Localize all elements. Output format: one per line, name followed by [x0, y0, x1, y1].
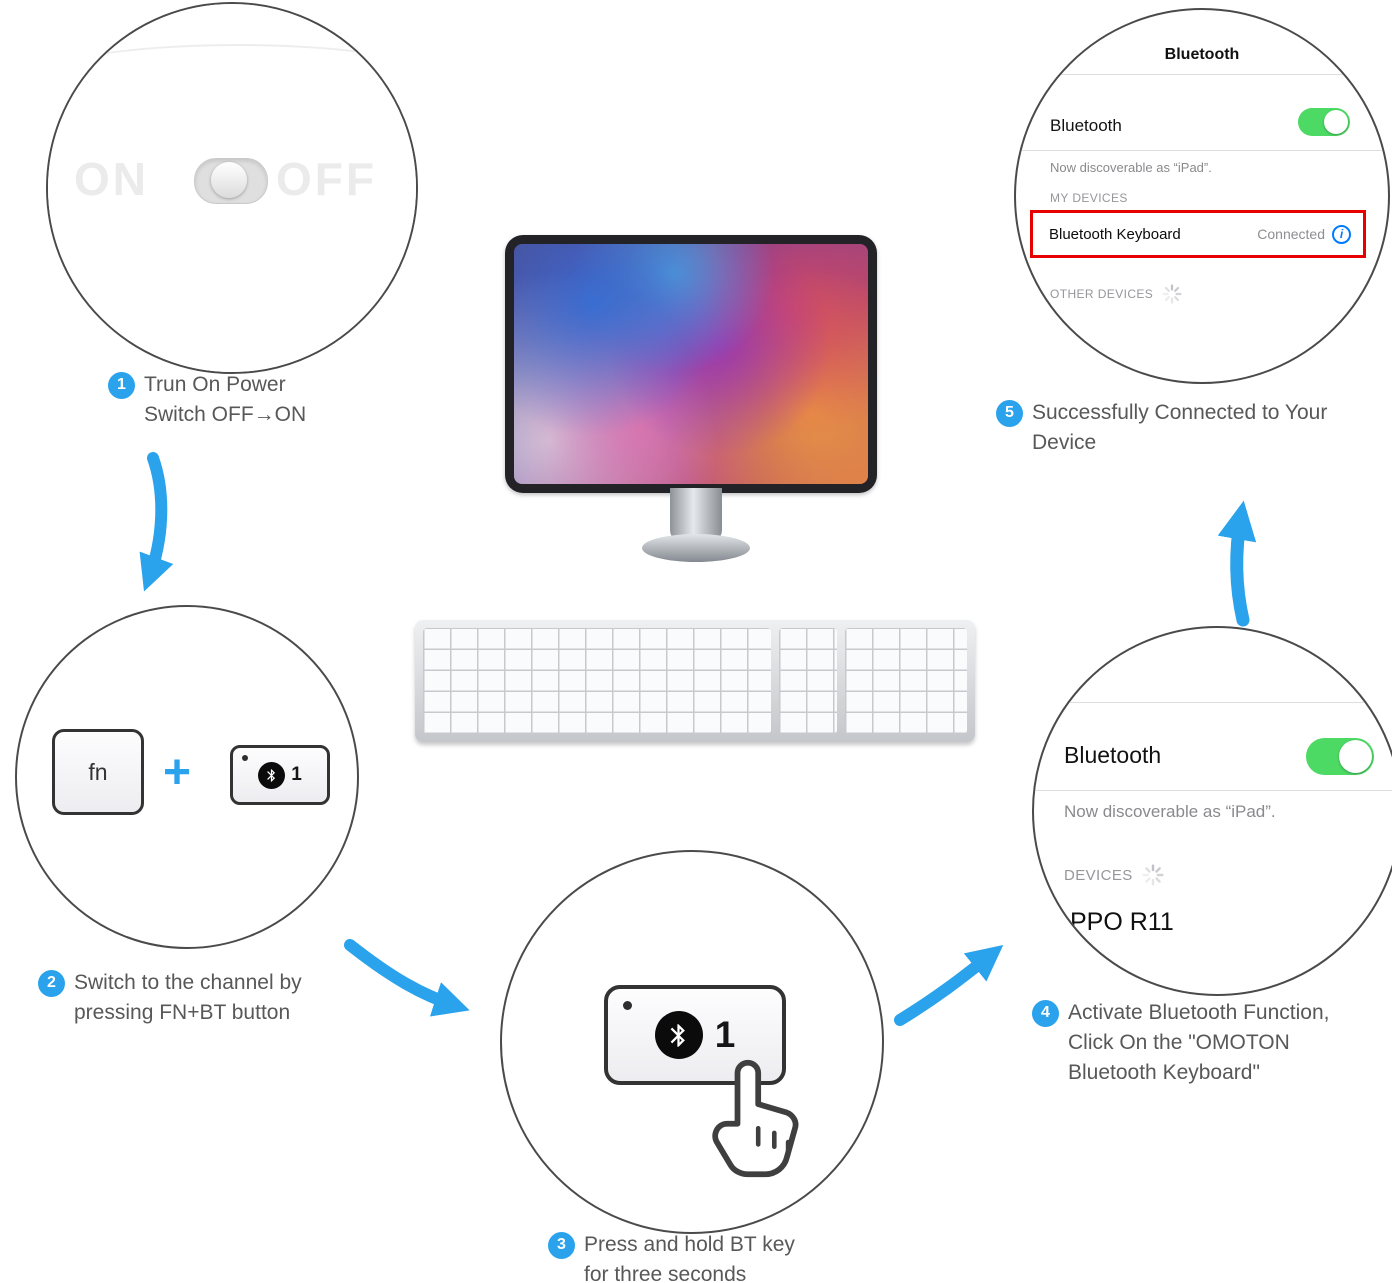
- tablet-display: [505, 235, 877, 493]
- connection-status: Connected: [1257, 226, 1325, 242]
- my-devices-header-label: MY DEVICES: [1050, 191, 1128, 205]
- discoverable-text: Now discoverable as “iPad”.: [1050, 160, 1212, 175]
- devices-section-header: DEVICES: [1064, 864, 1164, 886]
- other-devices-section-header: OTHER DEVICES: [1050, 284, 1182, 304]
- settings-page-title: Bluetooth: [1164, 46, 1240, 63]
- step-1: 1 Trun On Power Switch OFF→ON: [108, 370, 323, 430]
- bt-channel-number: 1: [714, 1014, 736, 1055]
- other-devices-header-label: OTHER DEVICES: [1050, 287, 1154, 301]
- step-5-text: Successfully Connected to Your Device: [1032, 401, 1328, 454]
- power-off-label: OFF: [276, 153, 377, 205]
- arrow-step4-to-step5: [1217, 500, 1257, 627]
- step-2-text: Switch to the channel by pressing FN+BT …: [74, 971, 302, 1024]
- led-dot: [623, 1001, 632, 1010]
- step-4-text: Activate Bluetooth Function, Click On th…: [1068, 1001, 1330, 1084]
- tablet-screen-wallpaper: [514, 244, 868, 484]
- power-switch-toggle[interactable]: [194, 158, 268, 204]
- bt-settings-zoom-inset: Bluetooth Now discoverable as “iPad”. DE…: [1032, 626, 1392, 996]
- step-5-number-badge: 5: [996, 400, 1023, 427]
- loading-spinner-icon: [1162, 284, 1182, 304]
- devices-header-label: DEVICES: [1064, 866, 1133, 884]
- arrow-step3-to-step4: [894, 945, 1004, 1026]
- bluetooth-toggle[interactable]: [1298, 108, 1350, 136]
- bluetooth-toggle[interactable]: [1306, 738, 1374, 775]
- bluetooth-keyboard: [415, 620, 975, 742]
- keyboard-edge-surface: ON OFF: [48, 4, 416, 372]
- toggle-knob[interactable]: [1324, 110, 1348, 134]
- tablet-stand-base: [642, 534, 750, 562]
- press-bt-inset: 1: [500, 850, 884, 1234]
- keyboard-edge-line: [48, 44, 416, 372]
- divider: [1016, 74, 1388, 75]
- arrow-step1-to-step2: [139, 452, 174, 592]
- connection-status-group: Connected i: [1257, 224, 1351, 244]
- my-devices-section-header: MY DEVICES: [1050, 191, 1128, 205]
- step-4-number-badge: 4: [1032, 1000, 1059, 1027]
- info-icon[interactable]: i: [1332, 224, 1351, 244]
- toggle-knob[interactable]: [1339, 740, 1372, 773]
- connected-device-row[interactable]: Bluetooth Keyboard Connected i: [1030, 210, 1366, 258]
- divider: [1034, 702, 1392, 703]
- step-3-text: Press and hold BT key for three seconds: [584, 1233, 795, 1283]
- power-switch-inset: ON OFF: [46, 2, 418, 374]
- led-dot: [242, 755, 248, 761]
- step-5: 5 Successfully Connected to Your Device: [996, 398, 1386, 458]
- plus-sign: +: [163, 746, 192, 799]
- power-on-label: ON: [74, 153, 149, 205]
- keyboard-main-keys: [423, 628, 771, 734]
- step-3-number-badge: 3: [548, 1232, 575, 1259]
- discoverable-text: Now discoverable as “iPad”.: [1064, 802, 1276, 821]
- bluetooth-row-label: Bluetooth: [1064, 742, 1162, 768]
- keyboard-numpad: [845, 628, 967, 734]
- power-switch-knob[interactable]: [211, 162, 247, 198]
- step-2: 2 Switch to the channel by pressing FN+B…: [38, 968, 338, 1028]
- loading-spinner-icon: [1142, 864, 1164, 886]
- bt-channel-number: 1: [291, 764, 302, 785]
- divider: [1034, 790, 1392, 791]
- fn-key[interactable]: fn: [52, 729, 144, 815]
- step-3: 3 Press and hold BT key for three second…: [548, 1230, 803, 1283]
- step-4: 4 Activate Bluetooth Function, Click On …: [1032, 998, 1350, 1087]
- bluetooth-icon: [654, 1011, 703, 1059]
- arrow-step2-to-step3: [344, 939, 470, 1017]
- nearby-device-name[interactable]: PPO R11: [1070, 908, 1174, 936]
- connected-device-name: Bluetooth Keyboard: [1049, 225, 1181, 243]
- bt-channel-key[interactable]: 1: [230, 745, 330, 805]
- step-2-number-badge: 2: [38, 970, 65, 997]
- keyboard-nav-keys: [779, 628, 837, 734]
- bluetooth-row-label: Bluetooth: [1050, 116, 1122, 135]
- pressing-hand-icon: [712, 1059, 799, 1178]
- bluetooth-icon: [258, 761, 286, 789]
- divider: [1016, 150, 1388, 151]
- fn-key-label: fn: [88, 758, 108, 785]
- bt-settings-connected-inset: Bluetooth Bluetooth Now discoverable as …: [1014, 8, 1390, 384]
- step-1-number-badge: 1: [108, 372, 135, 399]
- fn-plus-bt-inset: fn + 1: [15, 605, 359, 949]
- tablet-stand-neck: [670, 488, 722, 542]
- step-1-text: Trun On Power Switch OFF→ON: [144, 373, 307, 426]
